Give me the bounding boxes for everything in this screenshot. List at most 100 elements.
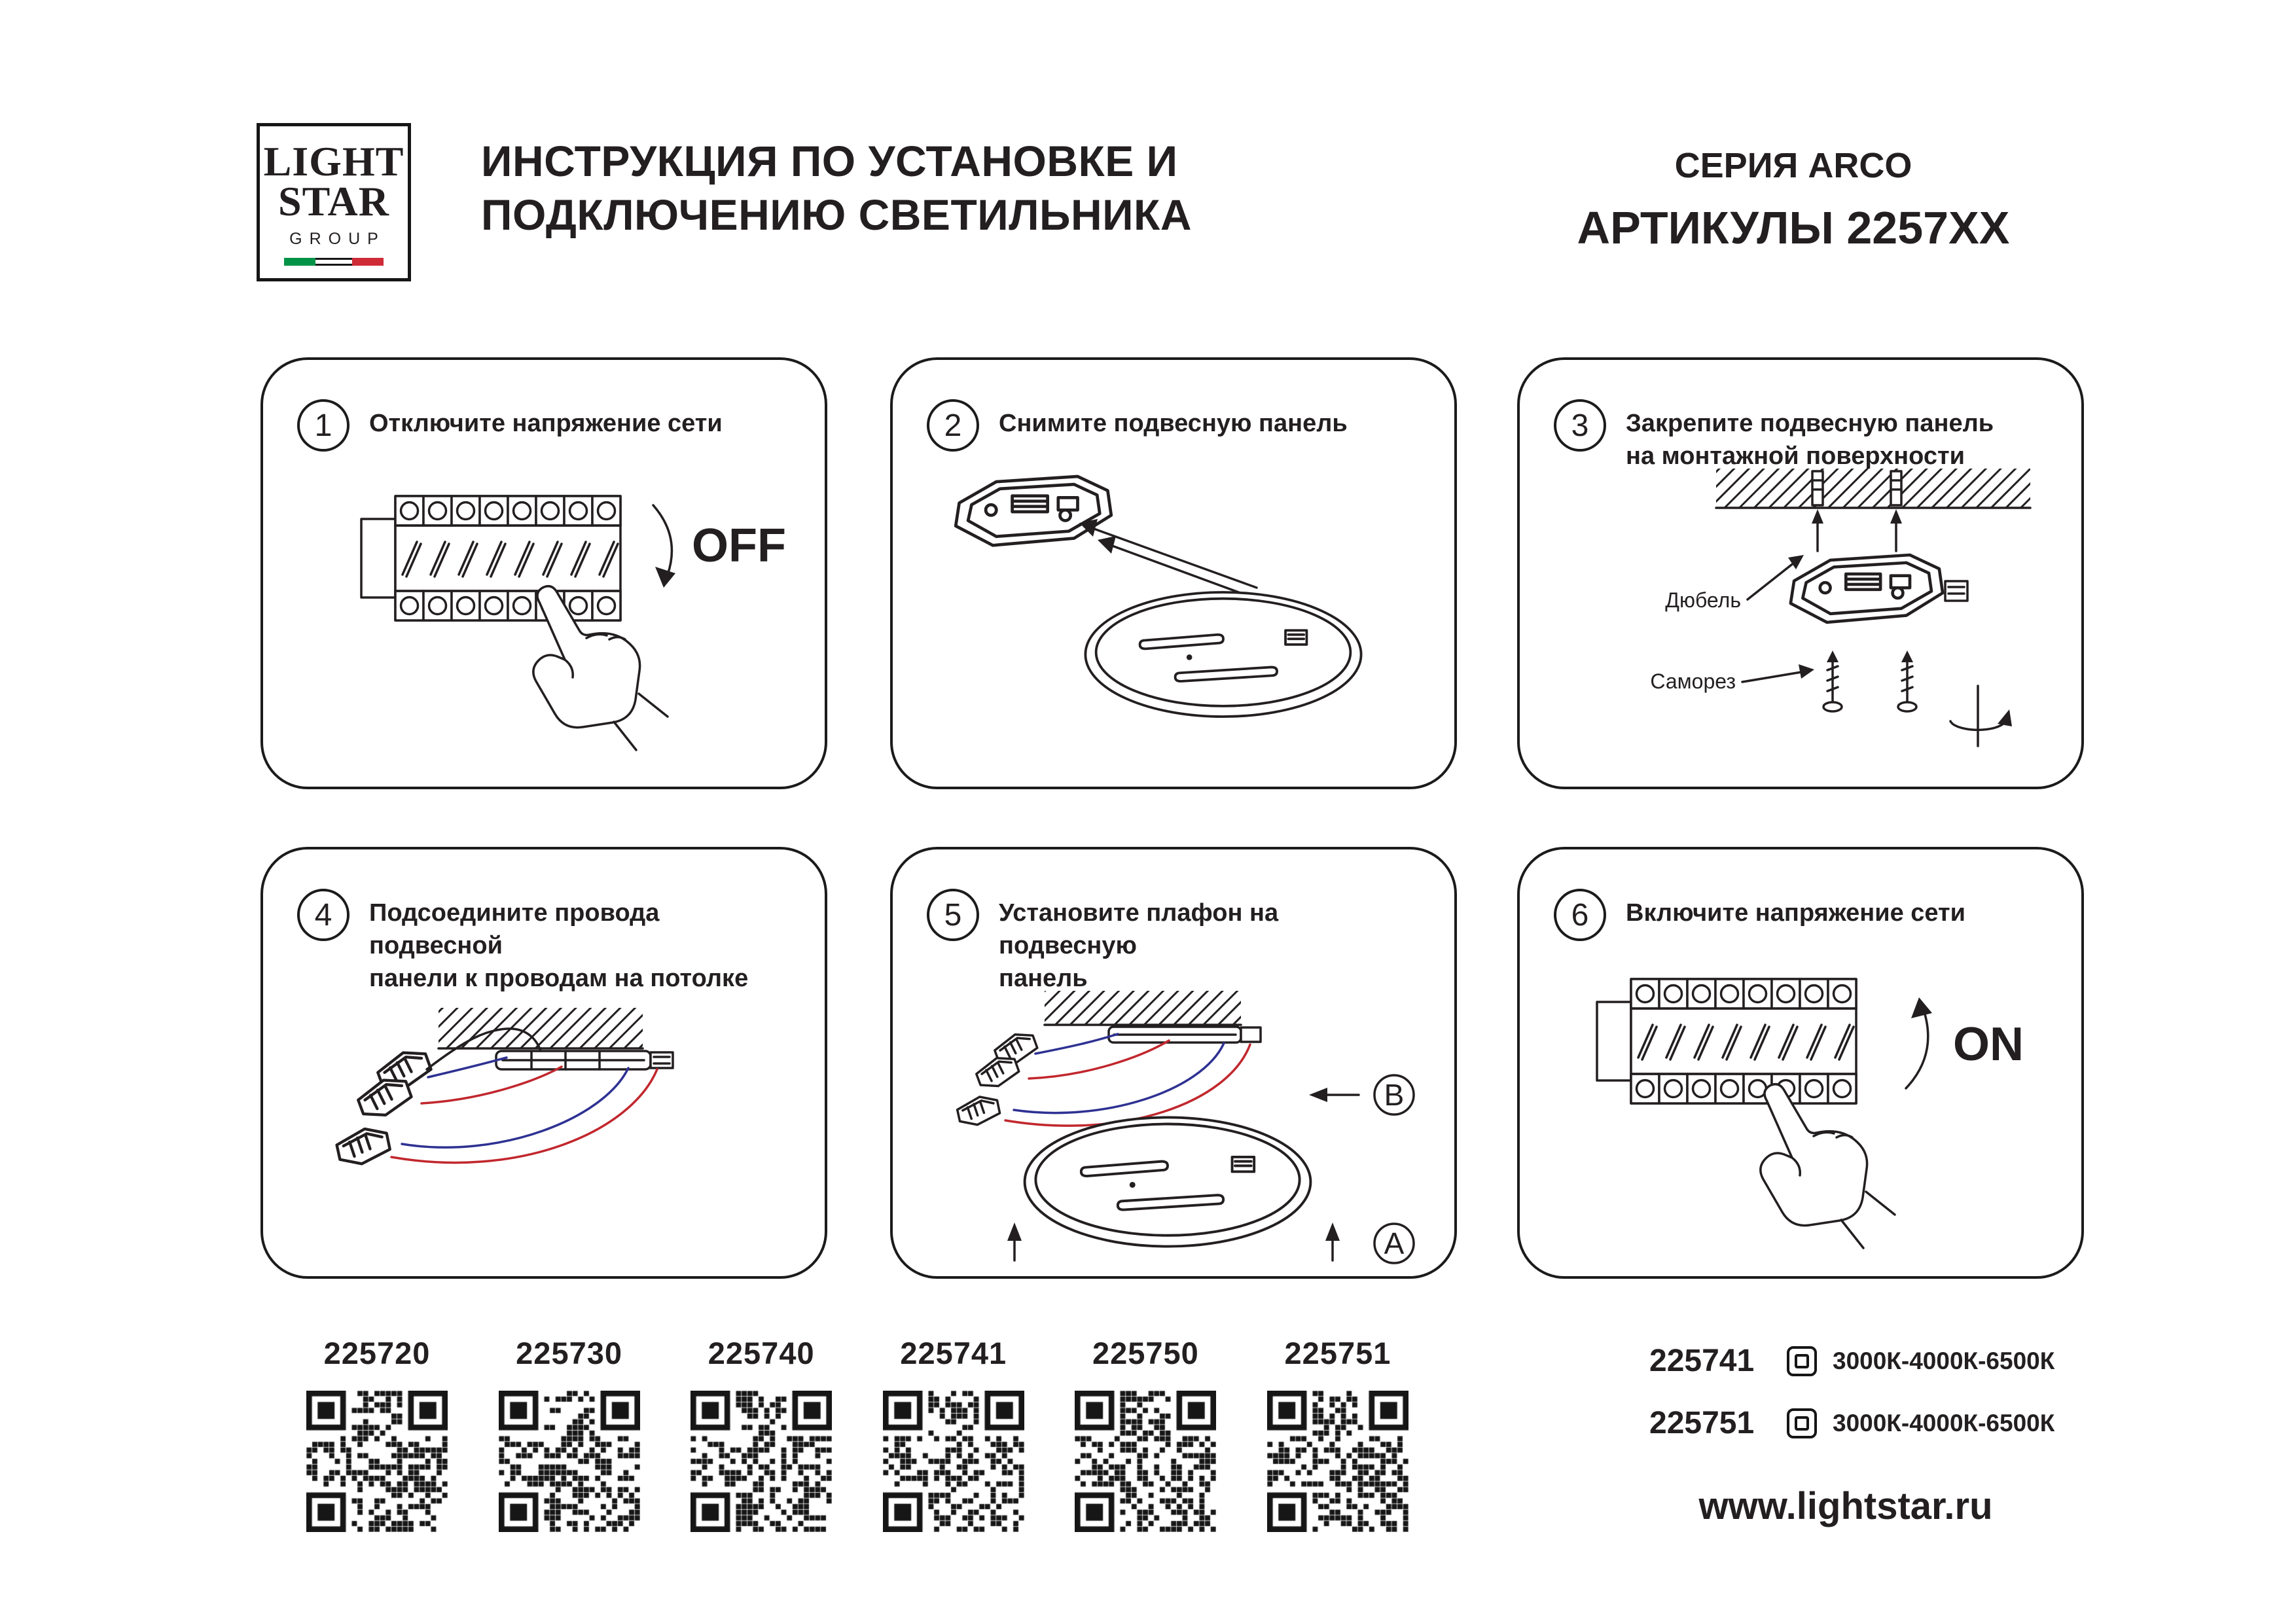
step3-fix-panel-drawing: Дюбель Саморез (1650, 469, 2032, 747)
article-number: 225720 (323, 1336, 431, 1370)
qr-code (1075, 1391, 1217, 1532)
circuit-breaker-icon (1597, 979, 1856, 1103)
article-number: 225730 (516, 1336, 623, 1370)
article-number: 225751 (1284, 1336, 1391, 1370)
color-temp-switch-icon (1787, 1346, 1817, 1376)
label-a: A (1384, 1226, 1405, 1260)
red-wire (420, 1065, 563, 1105)
screw-label: Саморез (1650, 669, 1736, 693)
italian-flag-bar (284, 257, 384, 266)
dowel-label: Дюбель (1665, 588, 1741, 612)
step-panel-2: 2 Снимите подвесную панель (890, 357, 1457, 789)
mounting-panel-icon (956, 476, 1111, 545)
step4-wiring-drawing (263, 1008, 674, 1281)
step-number: 1 (297, 399, 350, 452)
terminal-connector (1240, 1026, 1262, 1043)
screw-icon (1827, 651, 1839, 662)
logo-word-group: GROUP (289, 229, 386, 248)
ceiling-hatch (439, 1008, 643, 1048)
series-name: СЕРИЯ ARCO (1674, 146, 1912, 185)
step5-install-shade-drawing: B A (955, 991, 1415, 1264)
qr-code-row: 225720 225730 225740 225741 225750 22575… (291, 1335, 1424, 1532)
screw-icon (1901, 651, 1913, 662)
up-arrow-icon (1905, 1007, 1929, 1090)
variant-row: 225741 3000К-4000К-6500К (1649, 1343, 2054, 1379)
step-number: 6 (1554, 889, 1606, 941)
lightstar-logo: LIGHT STAR GROUP (257, 123, 411, 281)
step-instruction: Отключите напряжение сети (369, 410, 723, 437)
qr-code (306, 1391, 448, 1532)
step-instruction: Снимите подвесную панель (999, 410, 1348, 437)
article-number: 225750 (1092, 1336, 1199, 1370)
ceiling-hatch (1045, 991, 1241, 1025)
blue-wire (1034, 1033, 1119, 1055)
red-wire (1028, 1039, 1170, 1080)
step1-breaker-off-drawing: OFF (263, 458, 786, 751)
terminal-connector (649, 1051, 674, 1069)
variant-row: 225751 3000К-4000К-6500К (1649, 1405, 2054, 1441)
label-a-circle (1373, 1222, 1415, 1264)
step-panel-1: 1 Отключите напряжение сети OFF (260, 357, 827, 789)
shade-icon (1023, 1116, 1312, 1248)
page-title-line2: ПОДКЛЮЧЕНИЮ СВЕТИЛЬНИКА (481, 190, 1192, 239)
variant-temperatures: 3000К-4000К-6500К (1833, 1347, 2055, 1374)
step6-breaker-on-drawing: ON (1520, 948, 2024, 1249)
circuit-breaker-icon (361, 496, 620, 620)
color-temp-switch-icon (1787, 1408, 1817, 1438)
mounting-panel-icon (1791, 555, 1943, 622)
dowel-icon (1811, 470, 1824, 507)
ceiling-plate-icon (1084, 591, 1363, 718)
wire-connector-icon (335, 1126, 391, 1166)
step2-remove-panel-drawing (893, 458, 1363, 718)
ceiling-hatch (1716, 469, 2030, 508)
series-block: СЕРИЯ ARCO АРТИКУЛЫ 2257XX (1571, 145, 2016, 254)
blue-wire (1013, 1042, 1225, 1115)
step-panel-6: 6 Включите напряжение сети ON (1517, 847, 2084, 1279)
qr-item: 225720 (291, 1335, 463, 1532)
qr-code (691, 1391, 833, 1532)
page-title-line1: ИНСТРУКЦИЯ ПО УСТАНОВКЕ И (481, 137, 1178, 185)
articles-title: АРТИКУЛЫ 2257XX (1577, 202, 2010, 253)
qr-code (498, 1391, 640, 1532)
down-arrow-icon (652, 504, 673, 576)
black-wire (425, 1027, 542, 1071)
logo-word-light: LIGHT (263, 138, 404, 185)
wire-connector-icon (973, 1052, 1022, 1092)
label-b: B (1384, 1078, 1405, 1112)
wire-connector-icon (955, 1094, 1002, 1128)
qr-item: 225751 (1252, 1335, 1424, 1532)
variant-temperatures: 3000К-4000К-6500К (1833, 1409, 2055, 1436)
article-number: 225741 (900, 1336, 1007, 1370)
label-b-circle (1373, 1074, 1415, 1116)
blue-wire (427, 1056, 508, 1079)
step-number: 2 (927, 399, 979, 452)
qr-item: 225750 (1060, 1335, 1231, 1532)
logo-word-star: STAR (278, 177, 389, 224)
blue-wire (401, 1067, 630, 1149)
red-wire (390, 1068, 658, 1164)
variant-list: 225741 3000К-4000К-6500К 225751 3000К-40… (1649, 1343, 2054, 1467)
step-number: 5 (927, 889, 979, 941)
side-connector (1944, 580, 1969, 602)
step-instruction: Включите напряжение сети (1626, 899, 1966, 927)
step-number: 3 (1554, 399, 1606, 452)
article-number: 225740 (708, 1336, 815, 1370)
qr-item: 225730 (484, 1335, 655, 1532)
on-label: ON (1953, 1018, 2024, 1071)
red-wire (1004, 1043, 1251, 1127)
website-url: www.lightstar.ru (1698, 1485, 1993, 1527)
step-number: 4 (297, 889, 350, 941)
qr-code (882, 1391, 1024, 1532)
qr-item: 225740 (675, 1335, 847, 1532)
qr-code (1266, 1391, 1408, 1532)
qr-item: 225741 (868, 1335, 1039, 1532)
variant-article: 225741 (1649, 1344, 1755, 1378)
removal-arrow-icon (1089, 526, 1258, 589)
